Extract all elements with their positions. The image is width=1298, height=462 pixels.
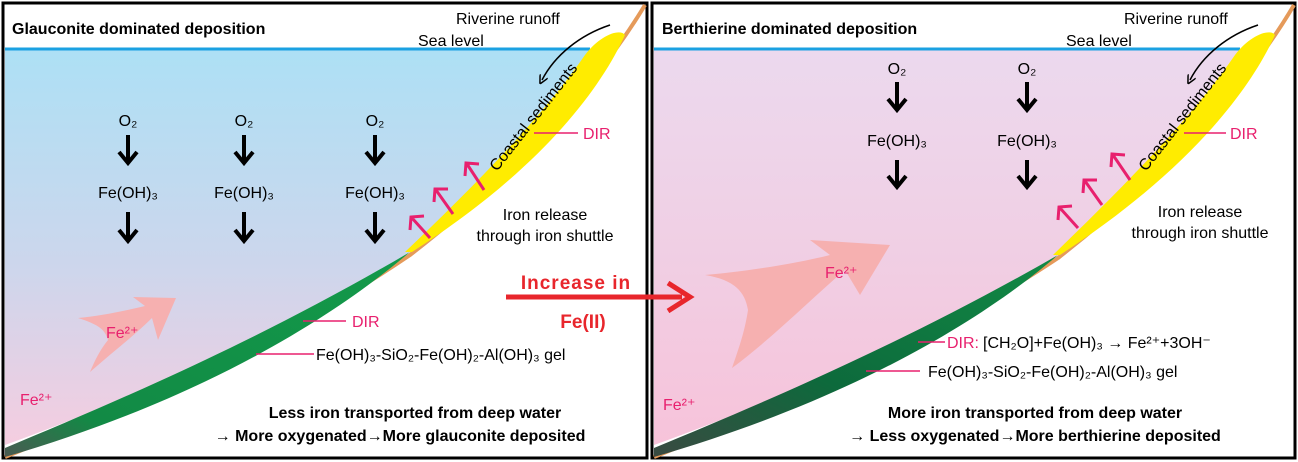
left-feoh3-1: Fe(OH)₃ bbox=[98, 185, 158, 202]
left-fe-deep: Fe²⁺ bbox=[20, 392, 52, 409]
left-feoh3-3: Fe(OH)₃ bbox=[345, 185, 405, 202]
left-dir-upper: DIR bbox=[583, 126, 611, 143]
right-fe-deep: Fe²⁺ bbox=[663, 397, 695, 414]
left-bottom-line-2: → More oxygenated→More glauconite deposi… bbox=[215, 428, 586, 445]
left-dir-lower: DIR bbox=[352, 314, 380, 331]
left-o2-2: O₂ bbox=[235, 113, 254, 130]
left-gel-label: Fe(OH)₃-SiO₂-Fe(OH)₂-Al(OH)₃ gel bbox=[316, 347, 565, 364]
left-fe-flow-arrow bbox=[78, 297, 176, 372]
left-coastal-sediments bbox=[405, 32, 625, 252]
left-runoff-arrow bbox=[542, 24, 611, 80]
left-o2-3: O₂ bbox=[366, 113, 385, 130]
right-feoh3-1: Fe(OH)₃ bbox=[867, 133, 927, 150]
left-water bbox=[5, 50, 590, 445]
left-down-arrows bbox=[117, 135, 386, 245]
right-bottom-line-2: → Less oxygenated→More berthierine depos… bbox=[849, 428, 1221, 445]
increase-fe-arrow: Increase in Fe(II) bbox=[506, 273, 695, 333]
right-runoff-arrow bbox=[1190, 24, 1259, 80]
right-fe-arrow-label: Fe²⁺ bbox=[825, 265, 857, 282]
right-dir-reaction: [CH₂O]+Fe(OH)₃ → Fe²⁺+3OH⁻ bbox=[983, 335, 1211, 352]
right-o2-1: O₂ bbox=[888, 61, 907, 78]
right-iron-release-2: through iron shuttle bbox=[1132, 225, 1269, 242]
right-down-arrows bbox=[886, 82, 1038, 191]
increase-label-2: Fe(II) bbox=[560, 312, 605, 333]
right-iron-release-1: Iron release bbox=[1158, 204, 1243, 221]
right-gel-layer bbox=[654, 255, 1058, 457]
left-iron-shuttle-arrows bbox=[408, 161, 486, 240]
right-iron-shuttle-arrows bbox=[1056, 152, 1132, 230]
left-riverine-runoff: Riverine runoff bbox=[456, 11, 560, 28]
left-bottom-line-1: Less iron transported from deep water bbox=[269, 405, 562, 422]
left-title: Glauconite dominated deposition bbox=[12, 21, 265, 38]
left-fe-arrow-label: Fe²⁺ bbox=[106, 325, 138, 342]
right-o2-2: O₂ bbox=[1018, 61, 1037, 78]
left-gel-layer bbox=[5, 252, 410, 457]
right-feoh3-2: Fe(OH)₃ bbox=[997, 133, 1057, 150]
right-water bbox=[654, 50, 1240, 445]
increase-label-1: Increase in bbox=[521, 273, 631, 294]
right-dir-label: DIR: bbox=[947, 335, 979, 352]
right-fe-flow-arrow bbox=[705, 240, 890, 368]
right-title: Berthierine dominated deposition bbox=[662, 21, 917, 38]
right-gel-label: Fe(OH)₃-SiO₂-Fe(OH)₂-Al(OH)₃ gel bbox=[928, 364, 1177, 381]
right-panel: Berthierine dominated deposition Riverin… bbox=[650, 1, 1297, 460]
left-sea-level: Sea level bbox=[418, 33, 484, 50]
right-bottom-line-1: More iron transported from deep water bbox=[888, 405, 1182, 422]
right-dir-upper: DIR bbox=[1230, 126, 1258, 143]
right-coastal-sediments bbox=[1053, 32, 1275, 255]
left-feoh3-2: Fe(OH)₃ bbox=[214, 185, 274, 202]
right-sea-level: Sea level bbox=[1066, 33, 1132, 50]
left-panel: Glauconite dominated deposition Riverine… bbox=[1, 1, 649, 460]
right-riverine-runoff: Riverine runoff bbox=[1124, 11, 1228, 28]
left-o2-1: O₂ bbox=[119, 113, 138, 130]
left-iron-release-2: through iron shuttle bbox=[477, 228, 614, 245]
left-iron-release-1: Iron release bbox=[503, 207, 588, 224]
